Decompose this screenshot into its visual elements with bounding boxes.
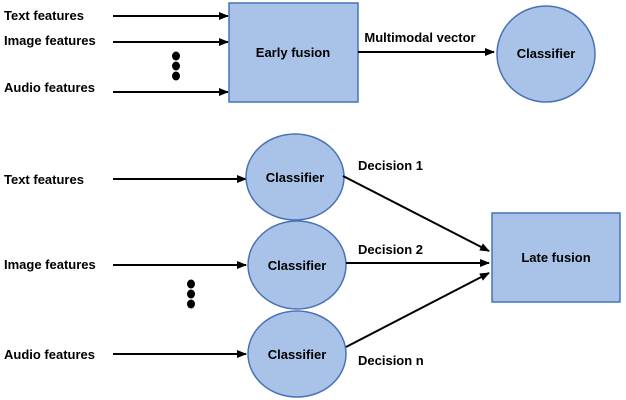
late-input-label-text: Text features xyxy=(4,172,84,187)
early-classifier-label: Classifier xyxy=(517,46,576,61)
early-ellipsis-dots xyxy=(172,51,180,81)
early-input-label-image: Image features xyxy=(4,33,96,48)
early-fusion-label: Early fusion xyxy=(256,45,330,60)
late-classifier-label-1: Classifier xyxy=(266,170,325,185)
multimodal-vector-label: Multimodal vector xyxy=(364,30,475,45)
early-fusion-box xyxy=(228,2,359,103)
late-classifier-circle-3 xyxy=(247,310,347,398)
late-fusion-section: Text features Image features Audio featu… xyxy=(4,133,621,398)
late-ellipsis-dots xyxy=(187,279,195,309)
late-classifier-label-2: Classifier xyxy=(268,258,327,273)
early-classifier-circle xyxy=(496,5,596,103)
decision-label-2: Decision 2 xyxy=(358,242,423,257)
early-input-label-audio: Audio features xyxy=(4,80,95,95)
late-input-label-audio: Audio features xyxy=(4,347,95,362)
decision-arrow-1 xyxy=(342,175,490,252)
late-input-label-image: Image features xyxy=(4,257,96,272)
decision-label-1: Decision 1 xyxy=(358,158,423,173)
late-classifier-circle-2 xyxy=(247,220,347,310)
early-fusion-section: Text features Image features Audio featu… xyxy=(4,2,596,103)
late-classifier-label-3: Classifier xyxy=(268,347,327,362)
late-fusion-label: Late fusion xyxy=(521,250,590,265)
decision-label-n: Decision n xyxy=(358,353,424,368)
early-input-label-text: Text features xyxy=(4,8,84,23)
decision-arrow-n xyxy=(345,272,490,348)
late-fusion-box xyxy=(491,212,621,303)
